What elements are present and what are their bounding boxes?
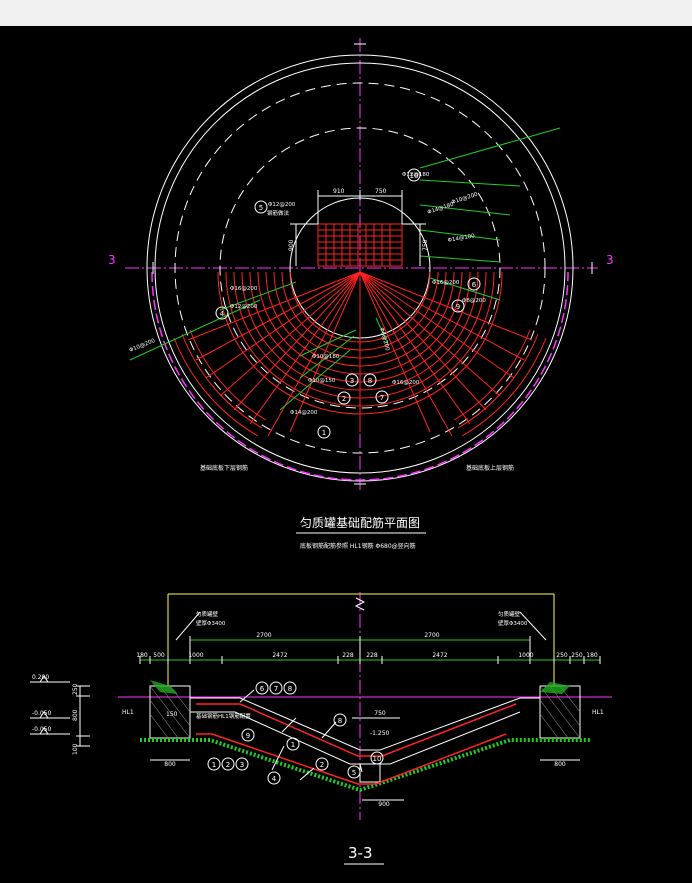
width-800-right: 800 [554,761,566,768]
dim-1000-l: 1000 [188,652,203,659]
plan-bubble-9: 9 [456,303,460,311]
sec-bubble-9: 9 [246,732,250,740]
sec-bubble-2a: 2 [226,761,230,769]
dim-750-v: 750 [422,239,429,251]
plan-dims [290,190,426,266]
hl-label-left: HL1 [122,709,134,716]
plan-leader-lines [129,127,561,411]
sec-bubble-3: 3 [240,761,244,769]
elev-0200: 0.200 [32,674,49,681]
vdim-800: 800 [72,709,79,721]
label-phi12-200-top: Φ12@200 [268,202,296,208]
plan-subtitle: 底板钢筋配筋参照 HL1钢筋 Φ680@竖向筋 [300,542,416,550]
dim-250-b: 250 [571,652,583,659]
plan-bubble-6: 6 [472,281,477,289]
plan-bubble-2: 2 [342,395,346,403]
wall-outline [151,271,569,481]
label-phi10-150: Φ10@150 [308,378,336,384]
sec-bubble-5: 5 [352,769,356,777]
dim-180-l: 180 [136,652,148,659]
elev-0050-a: -0.050 [32,710,52,717]
label-phi14-200: Φ14@200 [290,410,318,416]
label-phi10-200: Φ10@200 [451,192,479,206]
small-note: 钢筋做法 [267,209,290,217]
sec-bubble-8: 8 [288,685,292,693]
hl-label-right: HL1 [592,709,604,716]
elev-0050-b: -0.050 [32,726,52,733]
plan-bubble-7: 7 [380,394,384,402]
dim-250-a: 250 [556,652,568,659]
plan-bubble-1: 1 [322,429,326,437]
small-dim-150: 150 [166,711,178,718]
note-lower-rebar: 基础底板下层钢筋 [200,464,248,472]
plan-bubble-5: 5 [259,204,263,212]
inner-note: 基础钢筋HL1钢筋配置 [196,712,251,720]
dim-1000-r: 1000 [518,652,533,659]
dim-910: 910 [333,188,345,195]
dim-900: 900 [288,239,295,251]
plan-bubble-10: 10 [410,172,419,180]
width-750: 750 [374,710,386,717]
label-phi16-200c: Φ16@200 [392,380,420,386]
width-900: 900 [378,801,390,808]
plan-title: 匀质罐基础配筋平面图 [300,515,420,530]
sec-bubble-10: 10 [373,755,382,763]
dim-500: 500 [153,652,165,659]
top-rebar [196,703,517,757]
width-800-left: 800 [164,761,176,768]
central-rebar-mesh [317,223,403,267]
plan-bubble-4: 4 [220,310,225,318]
slab-top [190,697,540,751]
bottom-rebar [196,733,507,785]
sec-bubble-1a: 1 [291,741,295,749]
sec-bubble-4: 4 [272,775,277,783]
label-phi10-180: Φ10@180 [312,354,340,360]
section-mark-right: 3 [606,253,614,267]
label-phi12-200: Φ12@200 [230,304,258,310]
sec-bubble-7: 7 [274,685,278,693]
level-mark: -1.250 [370,730,390,737]
label-phi16-200: Φ16@200 [432,280,460,286]
sec-bubble-6: 6 [260,685,265,693]
label-phi16-200b: Φ16@200 [230,286,258,292]
dim-228-r: 228 [366,652,378,659]
vdim-250: 250 [72,683,79,695]
dim-2700-left: 2700 [256,632,271,639]
section-view: 匀质罐壁 壁厚Φ3400 匀质罐壁 壁厚Φ3400 2700 2700 180 … [30,592,612,865]
wall-label-right-sub: 壁厚Φ3400 [498,619,528,627]
slab-bottom [140,738,590,793]
label-phi10-200b: Φ10@200 [129,338,157,354]
window-title-bar [0,0,692,26]
plan-bubble-8: 8 [368,377,372,385]
section-title: 3-3 [348,844,373,862]
vdim-100: 100 [72,743,79,755]
sec-bubble-8b: 8 [338,717,342,725]
section-mark-left: 3 [108,253,116,267]
dim-2472-r: 2472 [432,652,447,659]
sec-bubble-1b: 1 [212,761,216,769]
label-phi8-200: Φ8@200 [462,298,486,304]
dim-2700-right: 2700 [424,632,439,639]
label-phi12-180: Φ12@180 [402,172,430,178]
dim-180-r: 180 [586,652,598,659]
dim-750: 750 [375,188,387,195]
note-upper-rebar: 基础底板上层钢筋 [466,464,514,472]
lower-rebar-fans [173,271,547,437]
plan-view: 3 3 [108,38,614,550]
plan-bubble-3: 3 [350,377,354,385]
label-phi14-100: Φ14@100 [447,233,475,244]
wall-label-right: 匀质罐壁 [498,610,521,618]
wall-label-left-sub: 壁厚Φ3400 [196,619,226,627]
sec-bubble-2b: 2 [320,761,324,769]
dim-228-l: 228 [342,652,354,659]
wall-label-left: 匀质罐壁 [196,610,219,618]
outer-circle [146,54,574,482]
dim-2472-l: 2472 [272,652,287,659]
